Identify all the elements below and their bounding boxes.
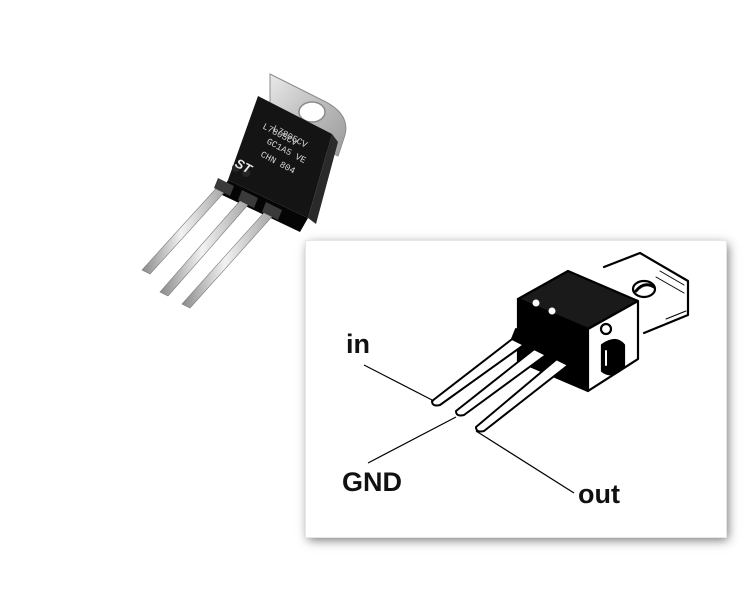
photo-mounting-hole xyxy=(298,101,326,123)
diagram-pin-gnd xyxy=(455,342,555,417)
pin-label-in: in xyxy=(346,329,370,359)
pin-label-gnd: GND xyxy=(342,467,402,497)
leader-line-out xyxy=(475,430,575,494)
diagram-pin-in xyxy=(431,332,533,407)
st-logo: ST xyxy=(233,155,256,177)
to220-outline-drawing xyxy=(363,251,690,494)
photo-package-body xyxy=(220,96,338,232)
photo-pins xyxy=(141,178,282,309)
regulator-photo: L7805CV L7805CV GC1A5 VE CHN 804 ST xyxy=(141,73,347,309)
diagram-pin-out xyxy=(475,352,577,433)
leader-line-gnd xyxy=(367,416,457,464)
leader-line-in xyxy=(363,364,435,402)
pinout-diagram-card: in GND out xyxy=(306,241,726,537)
pin-label-out: out xyxy=(578,479,620,509)
